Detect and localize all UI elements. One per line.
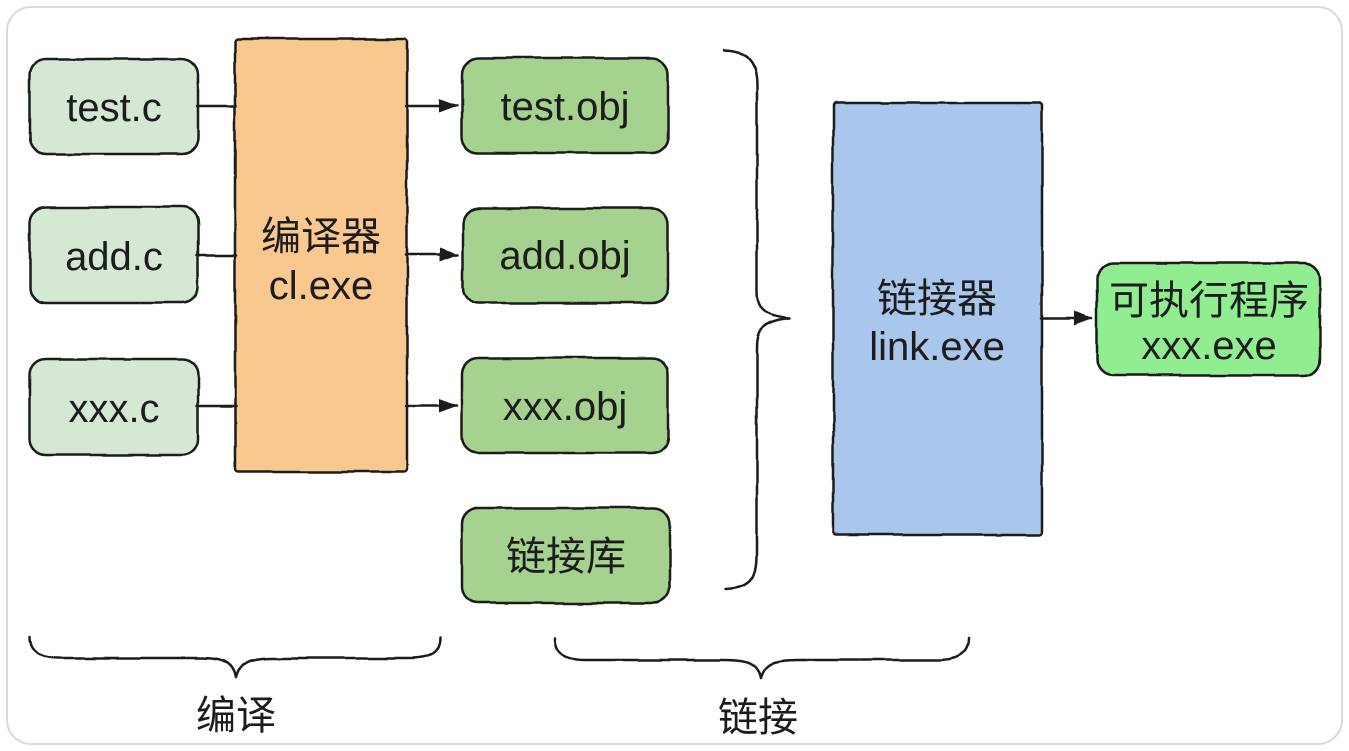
compiler-name-label: 编译器 bbox=[261, 215, 381, 259]
source-file-label-add-c: add.c bbox=[65, 235, 163, 279]
underbrace-compile-stage bbox=[27, 635, 442, 680]
source-file-label-test-c: test.c bbox=[66, 86, 162, 130]
object-file-label-xxx-obj: xxx.obj bbox=[503, 385, 628, 429]
object-file-label-add-obj: add.obj bbox=[499, 234, 630, 278]
linker-program-label: link.exe bbox=[869, 325, 1005, 369]
executable-box bbox=[1095, 261, 1322, 377]
object-file-box-test-obj bbox=[460, 56, 670, 155]
library-label: 链接库 bbox=[506, 535, 626, 579]
executable-program-label: xxx.exe bbox=[1141, 324, 1277, 368]
stage-label-link: 链接 bbox=[718, 696, 798, 740]
compiler-program-label: cl.exe bbox=[269, 264, 374, 308]
brace-objects-to-linker bbox=[723, 49, 791, 591]
executable-name-label: 可执行程序 bbox=[1109, 279, 1309, 323]
source-file-label-xxx-c: xxx.c bbox=[68, 387, 159, 431]
library-box bbox=[460, 506, 672, 605]
linker-name-label: 链接器 bbox=[877, 277, 997, 321]
object-file-label-test-obj: test.obj bbox=[501, 85, 630, 129]
object-file-box-add-obj bbox=[461, 206, 670, 305]
stage-label-compile: 编译 bbox=[196, 694, 276, 738]
canvas-frame bbox=[6, 6, 1343, 745]
underbrace-link-stage bbox=[553, 636, 970, 680]
object-file-box-xxx-obj bbox=[460, 356, 670, 455]
